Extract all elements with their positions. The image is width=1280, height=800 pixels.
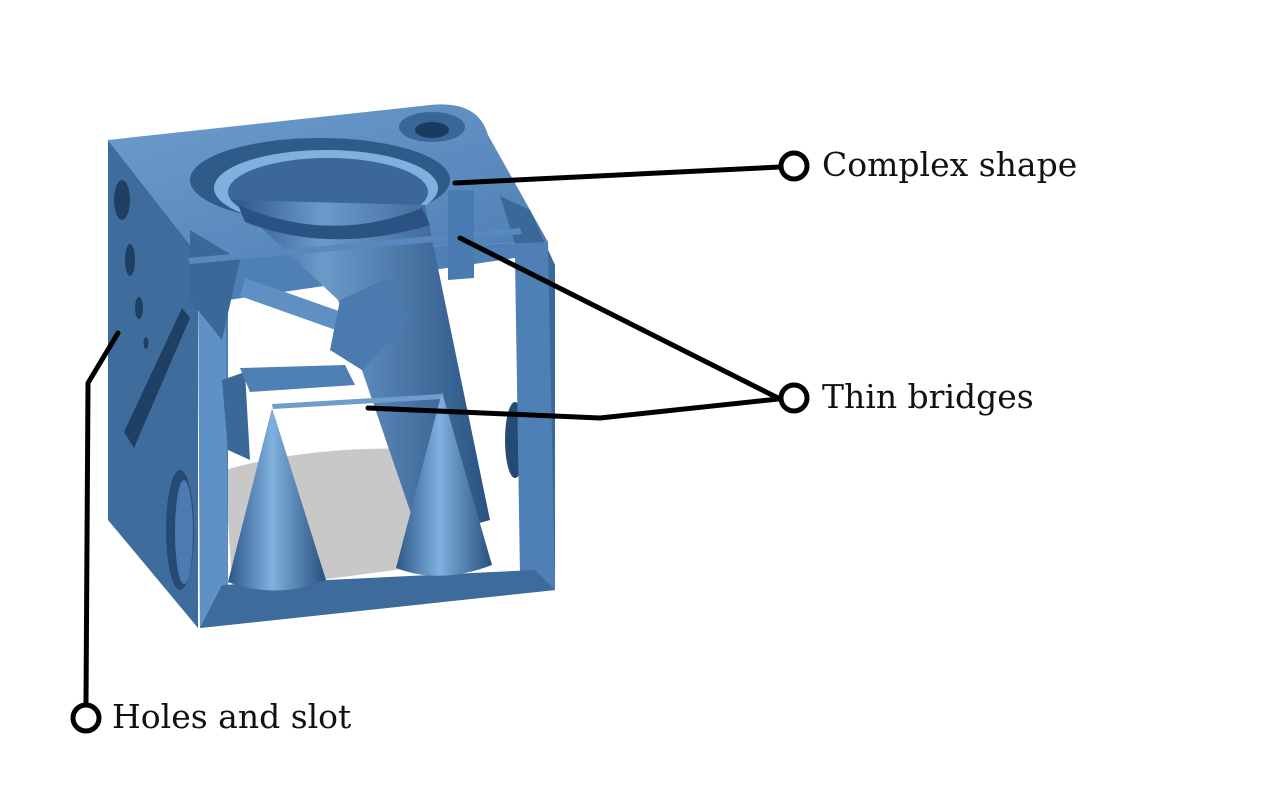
lower-platform: [240, 365, 355, 392]
callout-label-complex-shape: Complex shape: [822, 145, 1077, 184]
leader-lines: [83, 164, 783, 706]
callout-marker-complex-shape: [778, 150, 810, 182]
leader-thin-bridges-upper: [457, 235, 781, 401]
leader-thin-bridges-lower: [365, 396, 781, 421]
part-model: [108, 104, 555, 628]
hole-icon: [114, 180, 130, 220]
hex-opening: [330, 278, 410, 370]
right-post: [448, 190, 474, 280]
leader-complex-shape: [452, 164, 783, 186]
callout-marker-holes-and-slot: [70, 702, 102, 734]
hole-icon: [415, 122, 449, 138]
callout-marker-thin-bridges: [778, 382, 810, 414]
callout-label-holes-and-slot: Holes and slot: [112, 697, 351, 736]
callout-label-thin-bridges: Thin bridges: [822, 377, 1034, 416]
part-front-edge: [198, 255, 228, 628]
slanted-cylinder: [232, 200, 490, 540]
hole-icon: [135, 297, 143, 319]
cylinder-interior: [238, 205, 430, 240]
hole-icon: [175, 480, 193, 584]
hole-icon: [143, 337, 149, 349]
slot-icon: [124, 308, 190, 448]
cone-right: [396, 392, 492, 576]
cone-left: [228, 408, 326, 591]
thin-bridge-lower: [272, 394, 443, 409]
hole-icon: [125, 244, 135, 276]
leader-holes-and-slot: [83, 330, 121, 706]
thin-bridge-top: [188, 228, 522, 264]
inner-step: [222, 372, 250, 460]
